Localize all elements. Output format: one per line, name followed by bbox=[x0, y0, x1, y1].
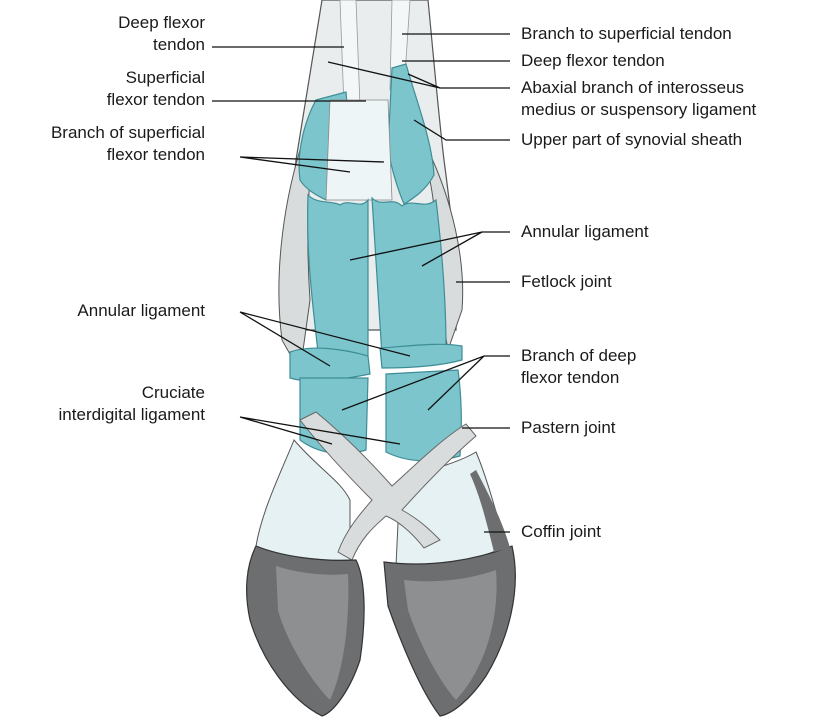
left-digit-tendon bbox=[308, 195, 368, 359]
label-pastern-joint: Pastern joint bbox=[521, 417, 616, 439]
label-upper-part-synovial-sheath: Upper part of synovial sheath bbox=[521, 129, 742, 151]
label-branch-of-superficial-flexor-tendon: Branch of superficial flexor tendon bbox=[51, 122, 205, 166]
label-deep-flexor-tendon-left: Deep flexor tendon bbox=[118, 12, 205, 56]
label-superficial-flexor-tendon: Superficial flexor tendon bbox=[107, 67, 205, 111]
label-coffin-joint: Coffin joint bbox=[521, 521, 601, 543]
label-fetlock-joint: Fetlock joint bbox=[521, 271, 612, 293]
label-branch-to-superficial-tendon: Branch to superficial tendon bbox=[521, 23, 732, 45]
label-branch-of-deep-flexor-tendon: Branch of deep flexor tendon bbox=[521, 345, 636, 389]
left-annular-band bbox=[290, 348, 370, 381]
label-annular-ligament-right: Annular ligament bbox=[521, 221, 649, 243]
right-digit-tendon bbox=[372, 198, 446, 358]
label-abaxial-branch-interosseus: Abaxial branch of interosseus medius or … bbox=[521, 77, 756, 121]
upper-pale-band bbox=[326, 100, 392, 200]
label-cruciate-interdigital-ligament: Cruciate interdigital ligament bbox=[59, 382, 205, 426]
right-annular-band bbox=[380, 344, 462, 368]
label-deep-flexor-tendon-right: Deep flexor tendon bbox=[521, 50, 665, 72]
label-annular-ligament-left: Annular ligament bbox=[77, 300, 205, 322]
